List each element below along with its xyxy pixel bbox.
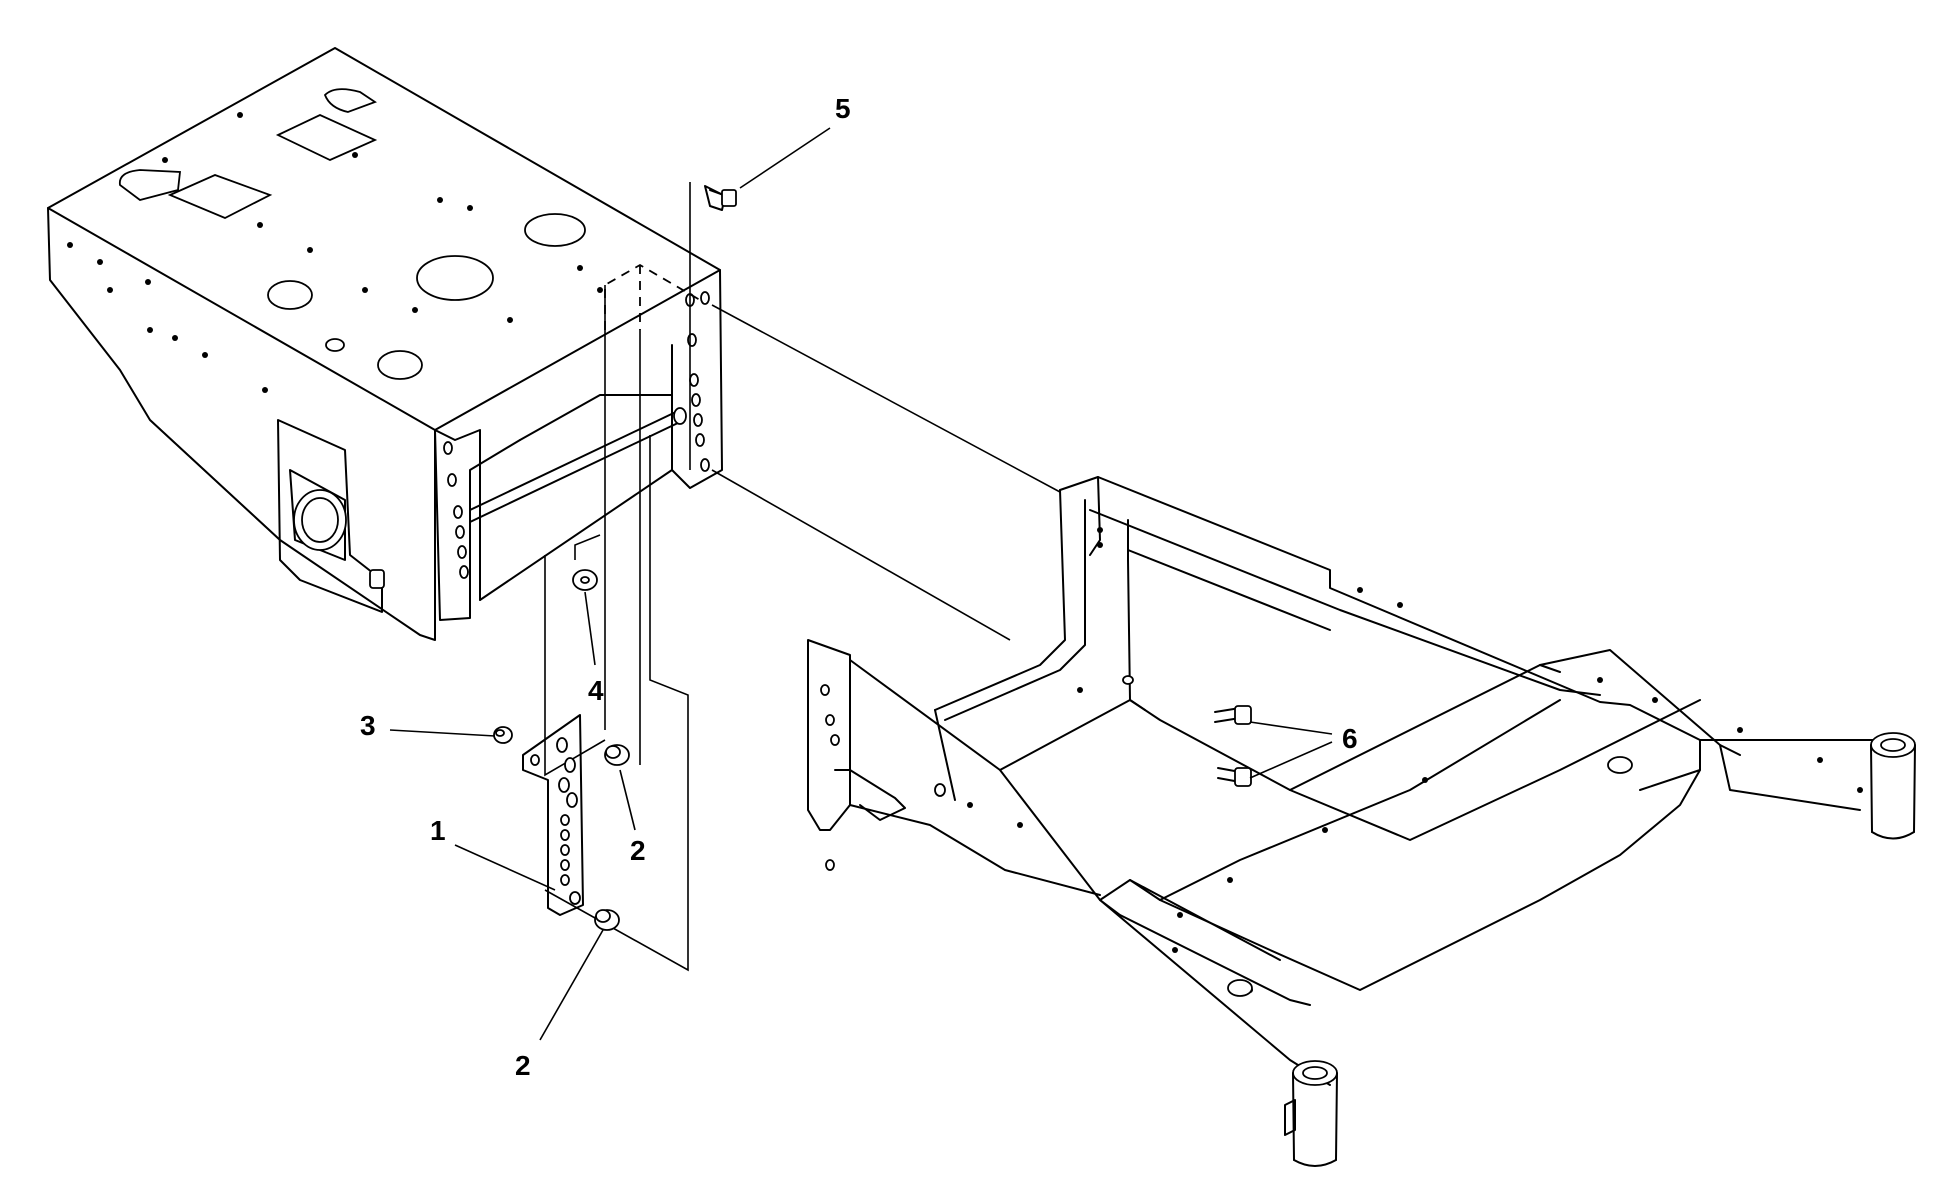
callout-2-upper-label: 2 bbox=[630, 835, 646, 866]
bolt-part-6-lower bbox=[1217, 767, 1252, 787]
callout-3-label: 3 bbox=[360, 710, 376, 741]
upper-frame-housing bbox=[47, 47, 723, 641]
flange-nut-part-2-lower bbox=[594, 909, 620, 931]
nut-part-3 bbox=[493, 726, 513, 744]
roller-tube-right bbox=[1870, 732, 1916, 840]
callout-6: 6 bbox=[1249, 721, 1358, 779]
callout-4: 4 bbox=[584, 591, 604, 706]
callout-1: 1 bbox=[430, 815, 556, 891]
bolt-part-5 bbox=[689, 182, 737, 470]
callout-5-label: 5 bbox=[835, 93, 851, 124]
callout-6-label: 6 bbox=[1342, 723, 1358, 754]
callout-2-lower-label: 2 bbox=[515, 1050, 531, 1081]
bolt-part-6-upper bbox=[1214, 705, 1252, 725]
bracket-plate-assembly bbox=[493, 182, 737, 972]
lower-main-frame bbox=[807, 476, 1916, 1167]
callout-2-lower: 2 bbox=[515, 929, 604, 1081]
alignment-lines bbox=[149, 304, 1061, 641]
callout-1-label: 1 bbox=[430, 815, 446, 846]
callout-5: 5 bbox=[739, 93, 851, 189]
roller-tube-left bbox=[1284, 1060, 1338, 1167]
flange-nut-part-2-upper bbox=[604, 744, 630, 766]
callout-3: 3 bbox=[360, 710, 496, 741]
callout-2-upper: 2 bbox=[619, 769, 646, 866]
callout-4-label: 4 bbox=[588, 675, 604, 706]
